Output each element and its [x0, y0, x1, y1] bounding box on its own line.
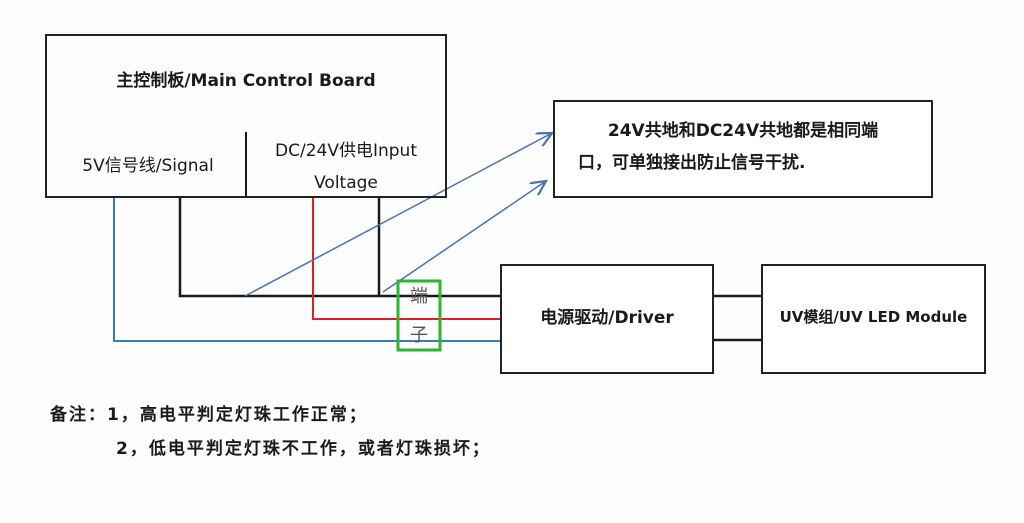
terminal-label-2: 子 — [410, 325, 428, 346]
callout-line-2: 口，可单独接出防止信号干扰. — [578, 153, 806, 173]
signal-wire — [113, 197, 500, 342]
power-wire — [312, 197, 500, 320]
ground-wire-signal — [178, 197, 500, 298]
driver-box — [500, 264, 714, 374]
input-voltage-label-2: Voltage — [314, 173, 378, 193]
terminal-label-1: 端 — [410, 286, 428, 307]
callout-line-1: 24V共地和DC24V共地都是相同端 — [607, 121, 879, 141]
input-voltage-label-1: DC/24V供电Input — [275, 141, 417, 161]
uv-module-box — [761, 264, 986, 374]
signal-label: 5V信号线/Signal — [82, 156, 214, 176]
main-control-board — [45, 34, 447, 198]
callout-arrow-2 — [382, 181, 546, 293]
note-line-1: 备注：1，高电平判定灯珠工作正常； — [50, 405, 368, 425]
driver-label: 电源驱动/Driver — [540, 308, 674, 328]
main-board-title: 主控制板/Main Control Board — [116, 71, 376, 91]
uv-module-label: UV模组/UV LED Module — [779, 308, 968, 326]
callout-box — [553, 100, 933, 198]
callout-arrow-1 — [244, 133, 552, 297]
terminal-block — [396, 279, 442, 352]
note-line-2: 2，低电平判定灯珠不工作，或者灯珠损坏； — [116, 439, 491, 459]
